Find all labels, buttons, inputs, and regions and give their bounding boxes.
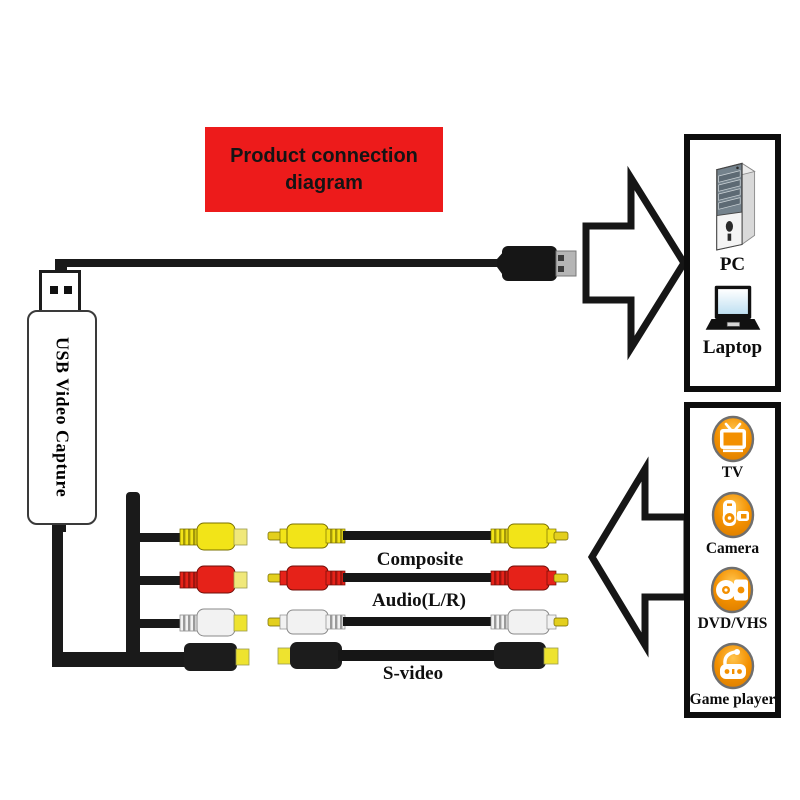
rca-female-yellow xyxy=(179,522,248,551)
pc-label: PC xyxy=(719,254,746,275)
device-item-camera: Camera xyxy=(706,491,759,557)
label-audio: Audio(L/R) xyxy=(372,590,466,611)
usb-contact xyxy=(64,286,72,294)
dvd-label: DVD/VHS xyxy=(697,615,768,632)
usb-cable xyxy=(55,259,505,275)
tv-icon xyxy=(711,415,754,463)
title-line-2: diagram xyxy=(285,172,363,194)
title-banner: Product connection diagram xyxy=(205,127,443,212)
rca-cable-yellow xyxy=(267,523,569,549)
dvd-icon xyxy=(711,566,754,614)
device-item-gameplayer: Game player xyxy=(689,642,776,708)
rca-female-red xyxy=(179,565,248,594)
pc-tower-icon xyxy=(715,162,756,251)
label-composite: Composite xyxy=(376,549,464,570)
devices-box: TV Camera DVD/VHS xyxy=(684,402,781,718)
label-svideo: S-video xyxy=(382,663,444,684)
device-item-tv: TV xyxy=(711,415,755,481)
usb-connector xyxy=(39,270,81,314)
arrow-right-icon xyxy=(582,165,689,361)
laptop-icon xyxy=(705,285,760,330)
gameplayer-label: Game player xyxy=(689,690,776,708)
camera-label: Camera xyxy=(705,539,760,557)
rca-female-white xyxy=(179,608,248,637)
device-item-dvd: DVD/VHS xyxy=(697,566,768,632)
svideo-female xyxy=(184,643,250,671)
usb-device-label: USB Video Capture xyxy=(52,337,73,498)
av-cable-trunk xyxy=(52,492,189,667)
camera-icon xyxy=(711,491,754,538)
laptop-label: Laptop xyxy=(702,337,763,358)
rca-cable-white xyxy=(267,609,569,635)
gamepad-icon xyxy=(711,642,754,689)
pc-box: PC Laptop xyxy=(684,134,781,392)
rca-cable-red xyxy=(267,565,569,591)
arrow-left-icon xyxy=(587,456,691,658)
usb-plug-icon xyxy=(497,246,577,281)
title-line-1: Product connection xyxy=(230,145,418,167)
usb-device: USB Video Capture xyxy=(27,310,97,525)
svideo-cable xyxy=(277,642,559,669)
tv-label: TV xyxy=(721,464,744,481)
usb-contact xyxy=(50,286,58,294)
